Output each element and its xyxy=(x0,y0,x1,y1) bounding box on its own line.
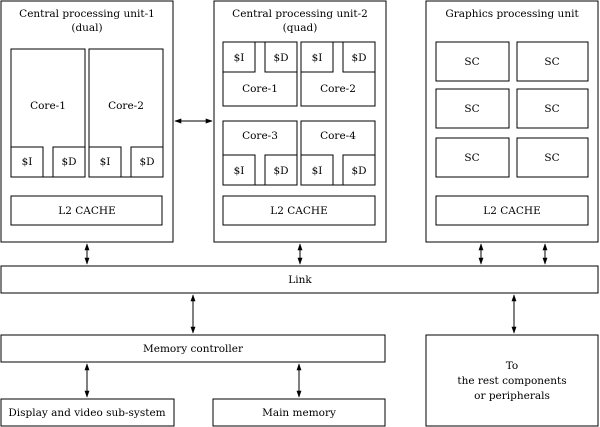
gpu-title: Graphics processing unit xyxy=(445,8,579,20)
cpu2-l2-label: L2 CACHE xyxy=(270,205,327,217)
cpu1-title: Central processing unit-1 xyxy=(19,8,155,20)
dcache-box xyxy=(264,41,298,73)
icache-label: $I xyxy=(234,165,245,177)
icache-box xyxy=(88,146,122,178)
cpu2-title: Central processing unit-2 xyxy=(232,8,368,20)
gpu-sc xyxy=(435,137,510,178)
cpu1-l2-cache xyxy=(10,195,163,226)
memory-controller-label: Memory controller xyxy=(143,343,244,355)
dcache-label: $D xyxy=(61,156,76,168)
rest-line-3: or peripherals xyxy=(474,390,550,402)
icache-box xyxy=(300,154,334,186)
display-video-subsystem xyxy=(0,398,175,427)
display-video-label: Display and video sub-system xyxy=(8,407,165,419)
core-label: Core-1 xyxy=(30,100,66,112)
dcache-box xyxy=(52,146,86,178)
dcache-box xyxy=(264,154,298,186)
gpu-sc xyxy=(435,41,510,82)
gpu-sc-label: SC xyxy=(464,103,479,115)
core-label: Core-2 xyxy=(108,100,144,112)
icache-label: $I xyxy=(234,52,245,64)
gpu-sc xyxy=(516,137,589,178)
icache-label: $I xyxy=(312,165,323,177)
gpu-sc xyxy=(435,88,510,129)
dcache-label: $D xyxy=(273,165,288,177)
cpu2-core-3: Core-3 $I $D xyxy=(222,120,298,186)
dcache-label: $D xyxy=(351,52,366,64)
gpu-block: Graphics processing unit SC SC SC SC SC … xyxy=(425,0,599,243)
icache-label: $I xyxy=(22,156,33,168)
gpu-sc-label: SC xyxy=(544,152,559,164)
memory-controller xyxy=(0,334,386,363)
gpu-sc-label: SC xyxy=(464,152,479,164)
cpu1-block: Central processing unit-1 (dual) Core-1 … xyxy=(0,0,174,243)
core-label: Core-2 xyxy=(320,83,356,95)
icache-box xyxy=(222,41,256,73)
core-label: Core-1 xyxy=(242,83,278,95)
gpu-sc-label: SC xyxy=(544,56,559,68)
icache-box xyxy=(222,154,256,186)
cpu2-core-1: $I $D Core-1 xyxy=(222,41,298,107)
dcache-box xyxy=(130,146,164,178)
icache-box xyxy=(10,146,44,178)
core-label: Core-3 xyxy=(242,130,278,142)
icache-label: $I xyxy=(312,52,323,64)
rest-line-2: the rest components xyxy=(457,375,566,387)
gpu-l2-cache xyxy=(435,195,589,226)
core-label: Core-4 xyxy=(320,130,356,142)
gpu-l2-label: L2 CACHE xyxy=(483,205,540,217)
dcache-box xyxy=(342,154,376,186)
cpu1-core-1: Core-1 $I $D xyxy=(10,48,86,178)
cpu2-subtitle: (quad) xyxy=(283,22,318,34)
gpu-sc xyxy=(516,41,589,82)
dcache-label: $D xyxy=(273,52,288,64)
link-bus xyxy=(0,265,599,294)
cpu2-core-4: Core-4 $I $D xyxy=(300,120,376,186)
dcache-box xyxy=(342,41,376,73)
main-memory-label: Main memory xyxy=(262,407,336,419)
dcache-label: $D xyxy=(351,165,366,177)
cpu2-core-2: $I $D Core-2 xyxy=(300,41,376,107)
dcache-label: $D xyxy=(139,156,154,168)
gpu-sc-label: SC xyxy=(464,56,479,68)
rest-line-1: To xyxy=(506,360,519,372)
cpu1-core-2: Core-2 $I $D xyxy=(88,48,164,178)
gpu-sc xyxy=(516,88,589,129)
cpu2-block: Central processing unit-2 (quad) $I $D C… xyxy=(213,0,387,243)
main-memory xyxy=(212,398,386,427)
cpu1-l2-label: L2 CACHE xyxy=(58,205,115,217)
cpu1-subtitle: (dual) xyxy=(71,22,102,34)
gpu-sc-label: SC xyxy=(544,103,559,115)
rest-components-box xyxy=(425,334,599,427)
icache-box xyxy=(300,41,334,73)
link-label: Link xyxy=(288,274,312,286)
icache-label: $I xyxy=(100,156,111,168)
cpu2-l2-cache xyxy=(222,195,376,226)
